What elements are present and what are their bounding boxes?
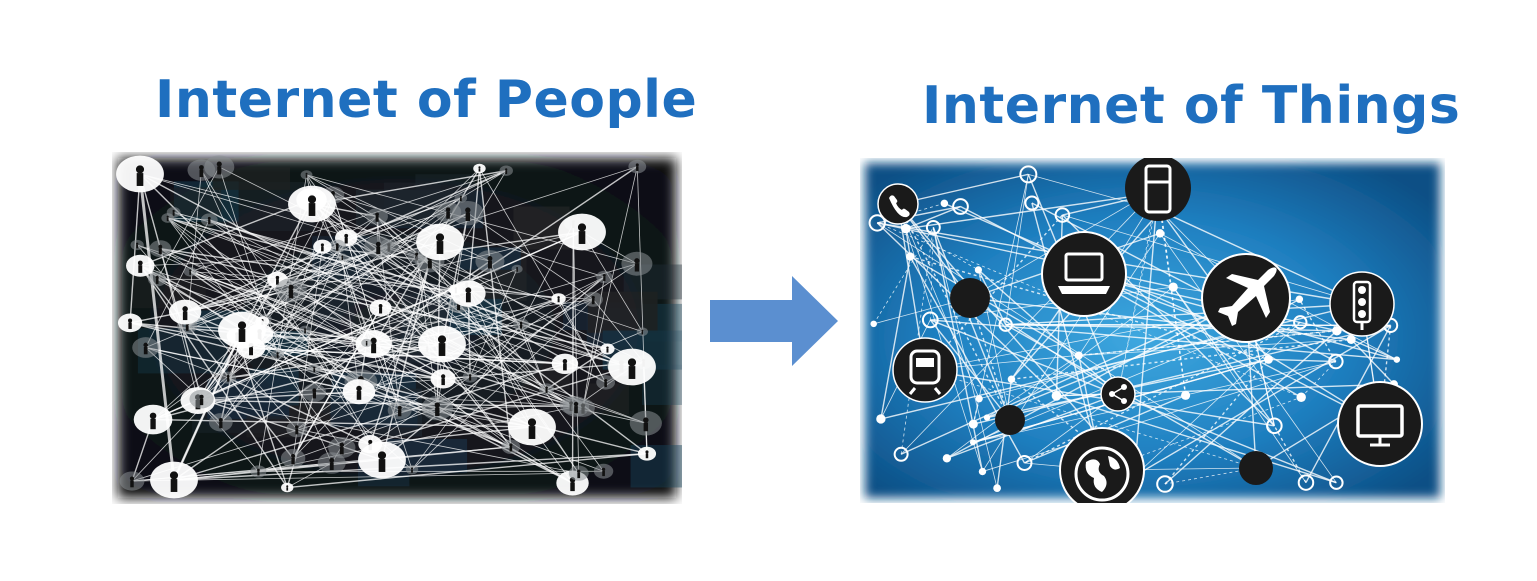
phone-icon [877,183,919,225]
laptop-icon [1041,231,1127,317]
globe-icon [1059,427,1145,503]
monitor-icon [1337,381,1423,467]
people-network-image [116,155,682,499]
share-icon [1100,376,1136,412]
internet-of-things-title: Internet of Things [922,76,1461,136]
traffic-light-icon [1329,271,1395,337]
train-icon [892,337,958,403]
things-network-image [865,158,1440,503]
refrigerator-icon [1125,158,1191,221]
internet-of-people-title: Internet of People [155,70,698,130]
right-arrow-icon [710,276,838,366]
airplane-icon [1201,253,1291,343]
